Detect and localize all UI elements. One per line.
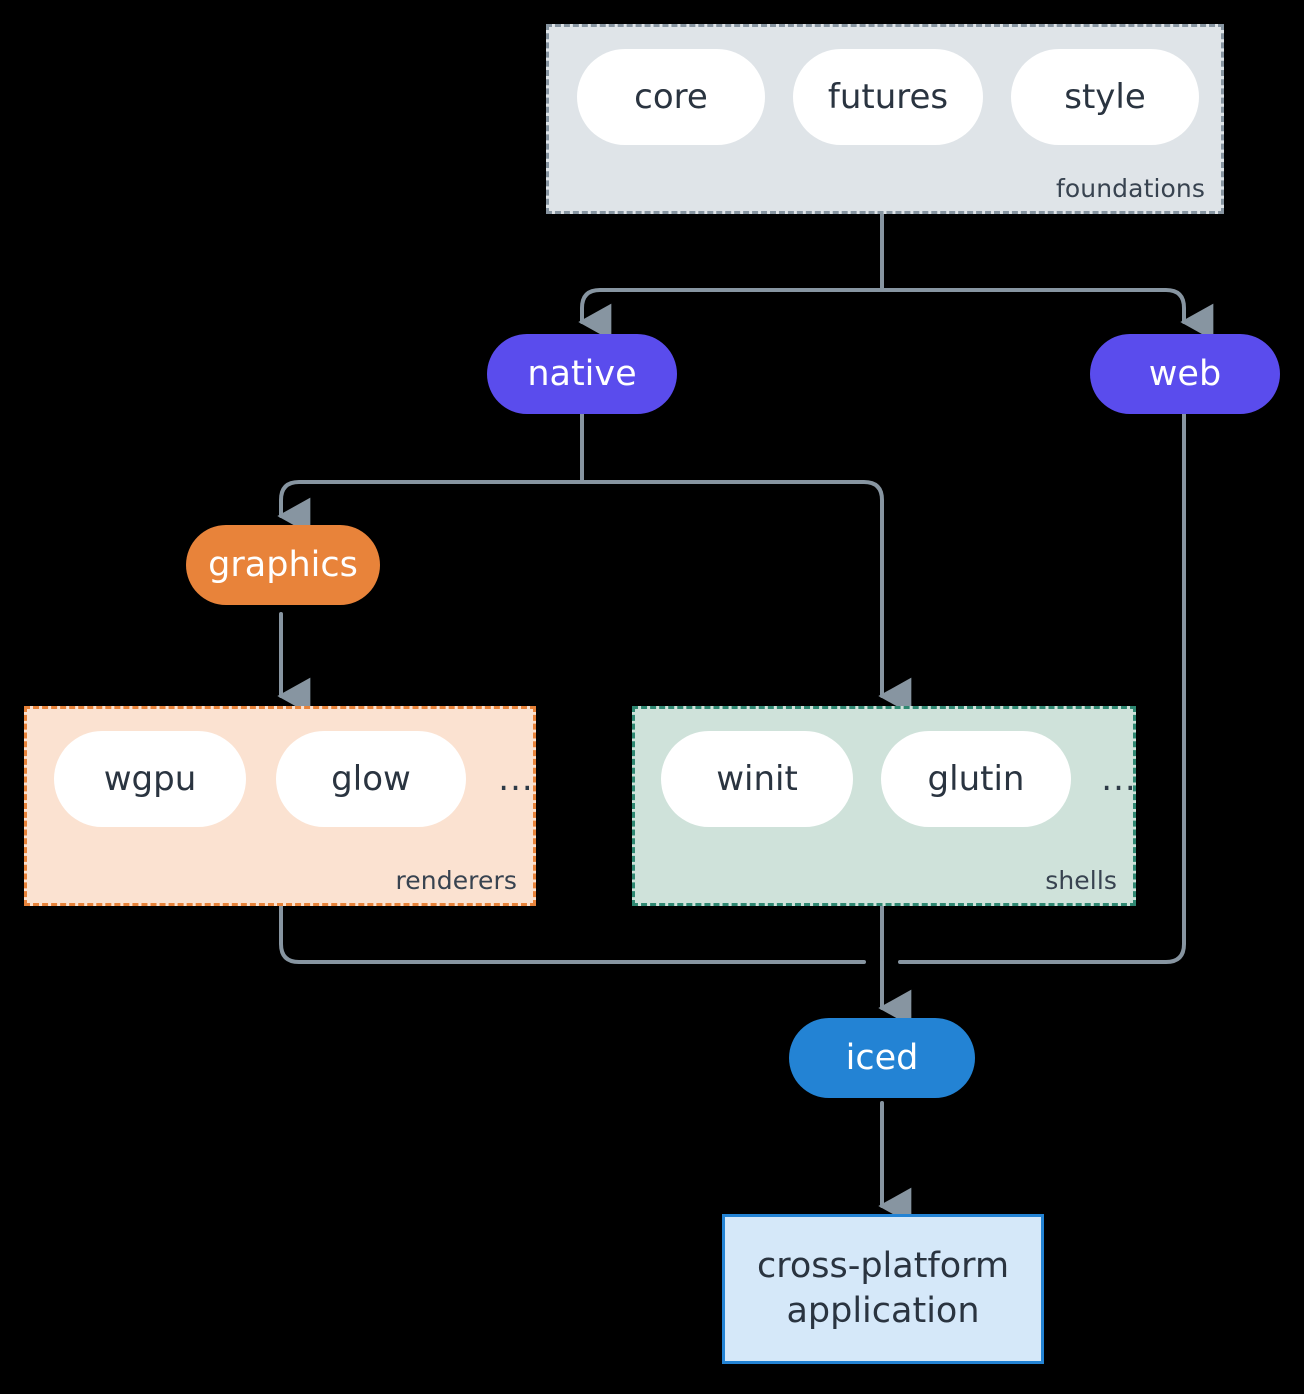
application-line-1: cross-platform [756,1246,1010,1287]
edge-native-to-graphics [277,480,584,535]
node-label: graphics [208,545,358,585]
edge-renderers-to-iced [279,904,866,964]
application-line-2: application [786,1291,980,1331]
node-cross-platform-application[interactable]: cross-platform application [722,1214,1044,1364]
group-label-renderers: renderers [395,866,517,895]
group-label-foundations: foundations [1056,174,1205,203]
leaf-pill-label: winit [716,759,798,799]
edge-foundations-to-native [578,288,884,341]
node-iced[interactable]: iced [789,1018,975,1098]
node-label: web [1148,354,1222,394]
group-foundations: core futures style foundations [546,24,1224,214]
leaf-pill-label: futures [827,77,949,117]
group-label-shells: shells [1045,866,1117,895]
leaf-pill-core[interactable]: core [577,49,765,145]
node-label: iced [845,1038,919,1078]
node-native[interactable]: native [487,334,677,414]
node-graphics[interactable]: graphics [186,525,380,605]
leaf-pill-glutin[interactable]: glutin [881,731,1071,827]
node-web[interactable]: web [1090,334,1280,414]
leaf-pill-style[interactable]: style [1011,49,1199,145]
leaf-pill-label: core [634,77,708,117]
leaf-pill-wgpu[interactable]: wgpu [54,731,246,827]
leaf-pill-label: style [1064,77,1146,117]
group-renderers: wgpu glow ... renderers [24,706,536,906]
leaf-pill-futures[interactable]: futures [793,49,983,145]
node-label: native [527,354,637,394]
edge-native-to-shells [580,480,912,715]
leaf-pill-winit[interactable]: winit [661,731,853,827]
leaf-pill-glow[interactable]: glow [276,731,466,827]
leaf-pill-label: wgpu [103,759,197,799]
edge-foundations-to-web [880,288,1214,341]
group-shells: winit glutin ... shells [632,706,1136,906]
leaf-pill-label: glutin [927,759,1025,799]
leaf-pill-label: glow [331,759,411,799]
renderers-ellipsis: ... [498,759,534,799]
shells-ellipsis: ... [1101,759,1137,799]
